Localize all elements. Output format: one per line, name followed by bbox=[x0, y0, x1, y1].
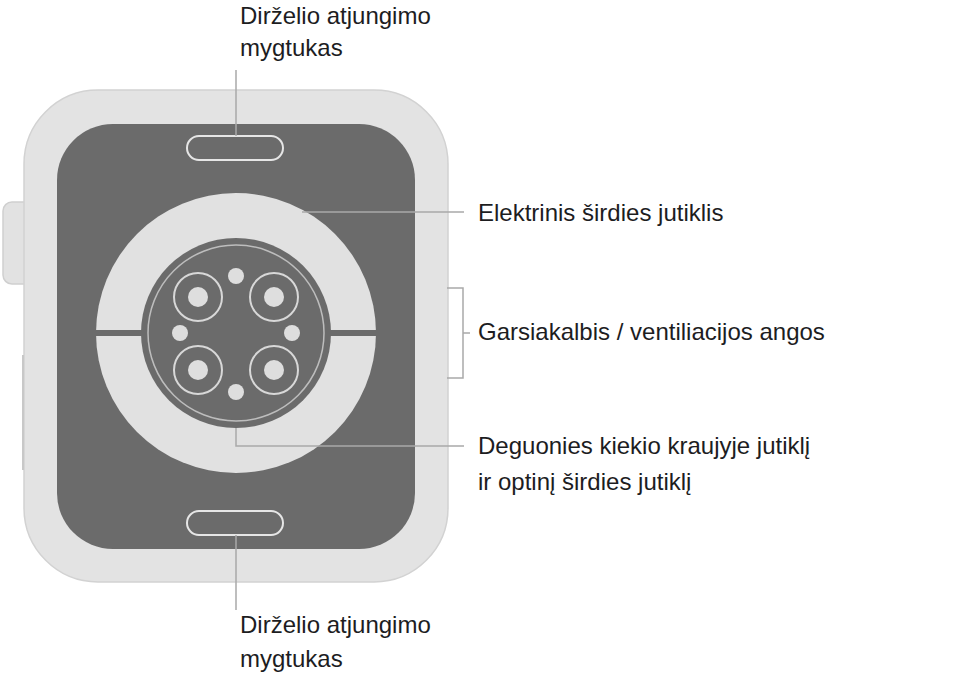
band-release-button bbox=[187, 136, 283, 160]
sensor-window-rim bbox=[148, 245, 324, 421]
watch-case bbox=[24, 90, 448, 582]
leader-lines bbox=[236, 70, 470, 610]
sensor-lenses bbox=[172, 268, 300, 400]
part-label: Deguonies kiekio kraujyje jutiklį ir opt… bbox=[478, 428, 823, 500]
side-button bbox=[22, 355, 24, 470]
back-panel bbox=[57, 124, 415, 549]
part-label: Garsiakalbis / ventiliacijos angos bbox=[478, 316, 938, 348]
part-label: Dirželio atjungimo mygtukas bbox=[240, 608, 490, 676]
sensor-window bbox=[141, 238, 331, 428]
part-label: Elektrinis širdies jutiklis bbox=[478, 197, 918, 229]
optical-sensors bbox=[174, 273, 298, 394]
part-label: Dirželio atjungimo mygtukas bbox=[240, 0, 490, 64]
band-release-button bbox=[187, 511, 283, 535]
